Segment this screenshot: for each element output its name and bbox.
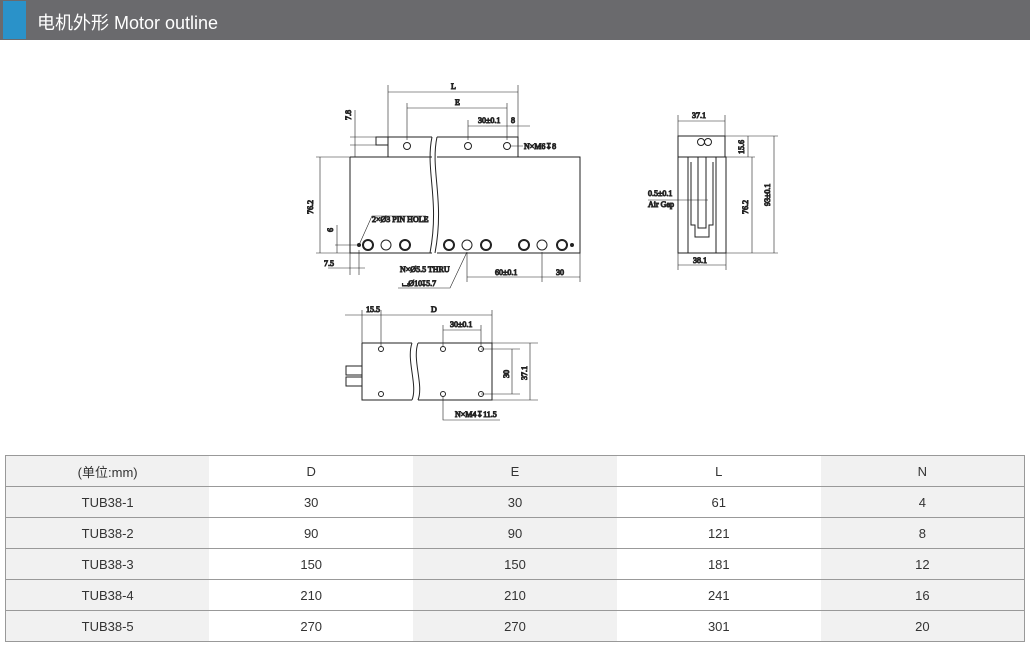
dim-height: 76.2 [306, 200, 315, 214]
header-cell: N [820, 455, 1025, 487]
cell: 20 [820, 610, 1025, 642]
cell: 210 [209, 579, 414, 611]
bottom-view: 15.5 D 30±0.1 30 37.1 N×M4↧11.5 [345, 305, 538, 421]
front-view: L E 30±0.1 8 N×M6↧8 7.8 76.2 2×Ø3 PIN HO… [306, 82, 581, 289]
header-cell: D [209, 455, 414, 487]
cell: 61 [616, 486, 821, 518]
dim-6: 6 [326, 228, 335, 232]
cell: 270 [209, 610, 414, 642]
cell: 121 [616, 517, 821, 549]
dim-7-5: 7.5 [324, 259, 334, 268]
dim-E: E [455, 98, 460, 107]
dim-top-pitch: 30±0.1 [478, 116, 500, 125]
cell: 150 [413, 548, 617, 580]
bottom-holes [357, 239, 574, 251]
cell: TUB38-2 [5, 517, 210, 549]
dim-side-bottom-width: 38.1 [693, 256, 707, 265]
cell: 210 [413, 579, 617, 611]
dim-total-height: 93±0.1 [763, 184, 772, 206]
cell: 301 [616, 610, 821, 642]
cell: 241 [616, 579, 821, 611]
dim-bottom-pitch: 60±0.1 [495, 268, 517, 277]
cell: 90 [413, 517, 617, 549]
cell: TUB38-1 [5, 486, 210, 518]
section-header: 电机外形 Motor outline [0, 0, 1030, 40]
dim-7-8: 7.8 [344, 110, 353, 120]
dim-bottom-end: 30 [556, 268, 564, 277]
dim-L: L [451, 82, 456, 91]
side-view: 37.1 38.1 15.6 76.2 93±0.1 0.5±0.1 Air G… [648, 111, 778, 270]
header-cell: E [413, 455, 617, 487]
note-m4-thread: N×M4↧11.5 [455, 410, 497, 419]
dim-bottom-view-pitch: 30±0.1 [450, 320, 472, 329]
note-counterbore: ⌴Ø10↧5.7 [402, 279, 436, 288]
cell: 150 [209, 548, 414, 580]
cell: 270 [413, 610, 617, 642]
header-accent-bar [3, 1, 26, 39]
dim-37-1: 37.1 [520, 366, 529, 380]
air-gap-label: Air Gap [648, 200, 674, 209]
dim-air-gap: 0.5±0.1 [648, 189, 672, 198]
cell: 16 [820, 579, 1025, 611]
motor-outline-drawing: L E 30±0.1 8 N×M6↧8 7.8 76.2 2×Ø3 PIN HO… [306, 82, 778, 421]
note-pin-hole: 2×Ø3 PIN HOLE [372, 215, 429, 224]
dim-D: D [431, 305, 437, 314]
cell: TUB38-3 [5, 548, 210, 580]
dim-side-top-width: 37.1 [692, 111, 706, 120]
dim-top-end: 8 [511, 116, 515, 125]
cell: 30 [413, 486, 617, 518]
section-title: 电机外形 Motor outline [37, 13, 219, 33]
note-top-thread: N×M6↧8 [524, 142, 556, 151]
cell: 30 [209, 486, 414, 518]
cell: 8 [820, 517, 1025, 549]
cell: TUB38-4 [5, 579, 210, 611]
cell: 4 [820, 486, 1025, 518]
top-holes [403, 142, 511, 150]
cell: TUB38-5 [5, 610, 210, 642]
note-thru-hole: N×Ø5.5 THRU [400, 265, 450, 274]
cell: 181 [616, 548, 821, 580]
table-header-row: (单位:mm) D E L N [5, 455, 1025, 487]
header-cell: (单位:mm) [5, 455, 210, 487]
dim-15-6: 15.6 [737, 140, 746, 154]
cell: 12 [820, 548, 1025, 580]
header-cell: L [616, 455, 821, 487]
cell: 90 [209, 517, 414, 549]
dim-30: 30 [502, 370, 511, 378]
dim-15-5: 15.5 [366, 305, 380, 314]
dim-side-height: 76.2 [741, 200, 750, 214]
